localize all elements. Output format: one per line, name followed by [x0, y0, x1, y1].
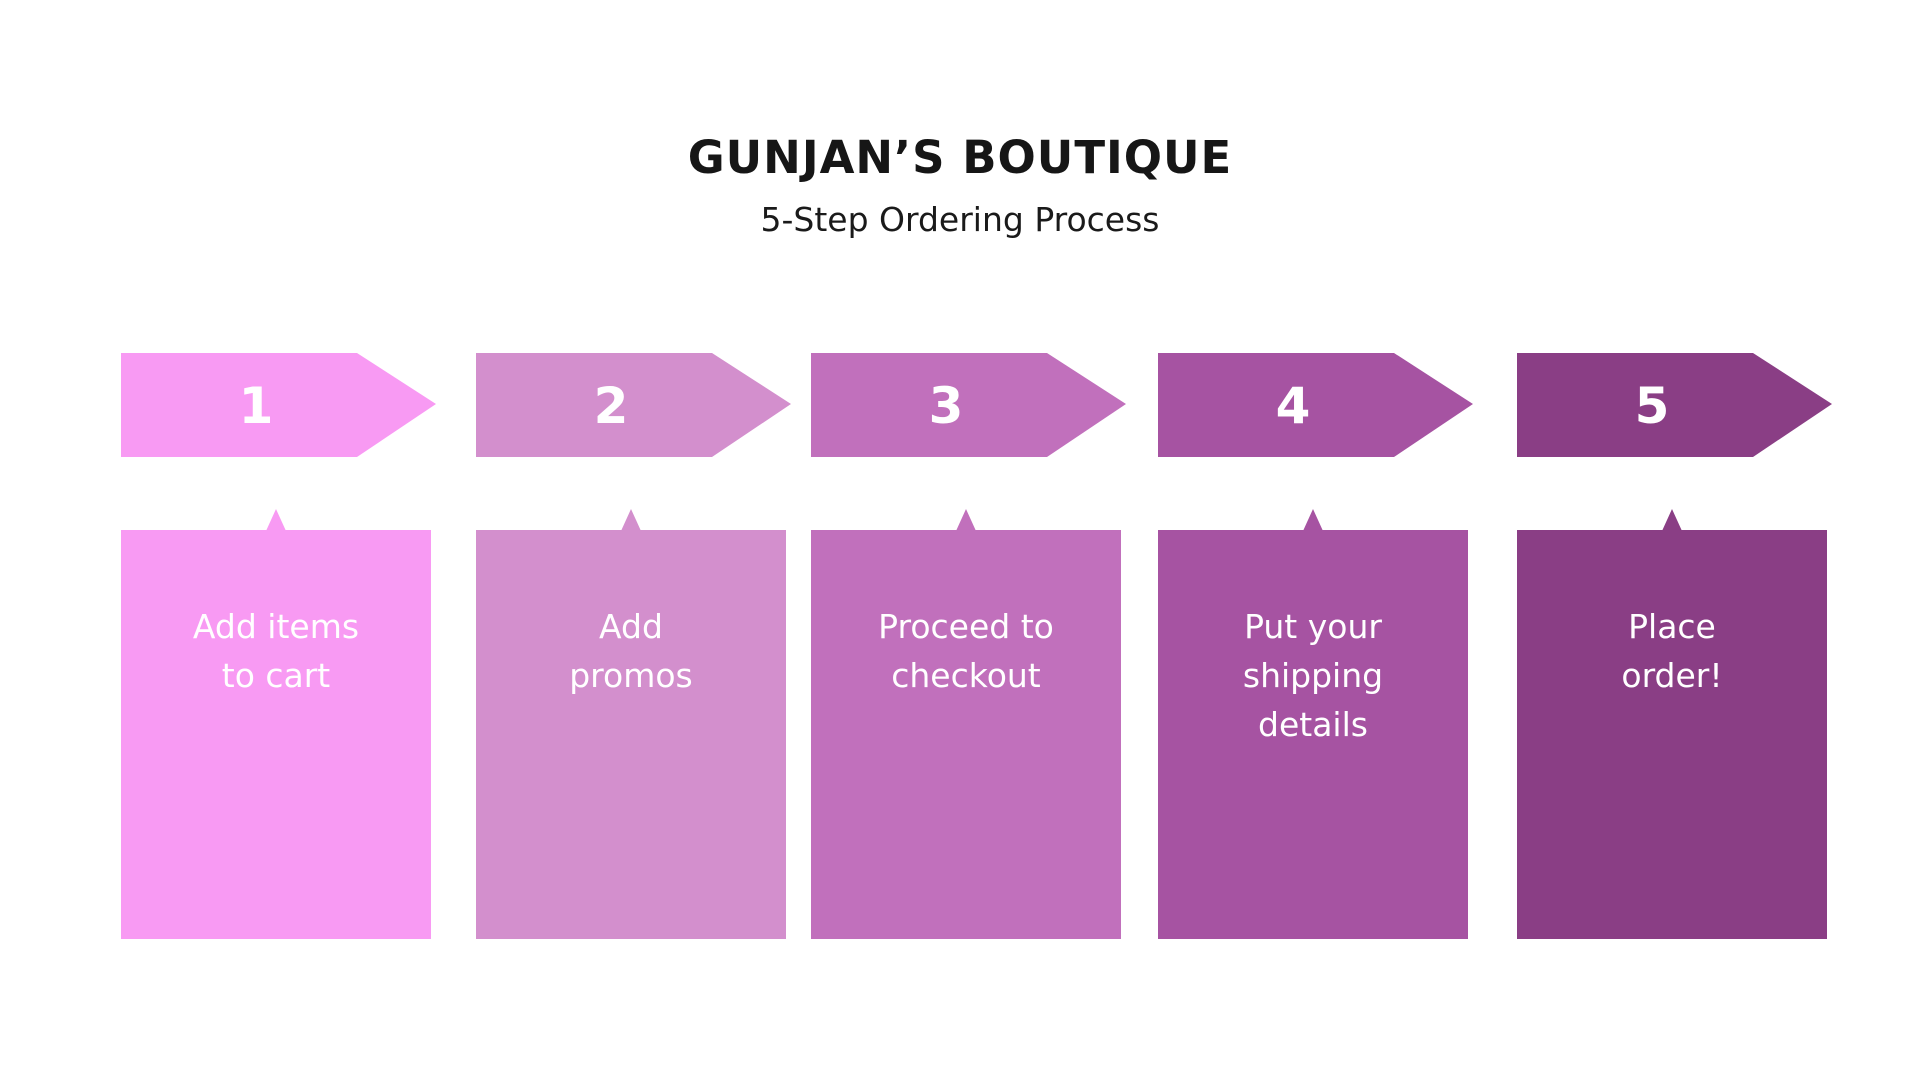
- step-1: 1 Add items to cart: [121, 0, 441, 1080]
- step-text-line: Proceed to: [878, 607, 1054, 646]
- step-card-4: [1158, 530, 1468, 939]
- step-4: 4 Put your shipping details: [1158, 0, 1478, 1080]
- step-text-line: shipping: [1242, 656, 1384, 695]
- step-pointer-2: [621, 509, 641, 531]
- step-text-line: Place: [1628, 607, 1716, 646]
- step-card-1: [121, 530, 431, 939]
- step-text-line: Add: [599, 607, 663, 646]
- step-text-3: Proceed to checkout: [811, 602, 1121, 700]
- step-pointer-4: [1303, 509, 1323, 531]
- step-5: 5 Place order!: [1517, 0, 1837, 1080]
- step-number-2: 2: [593, 377, 629, 435]
- step-text-line: to cart: [221, 656, 331, 695]
- step-text-line: order!: [1621, 656, 1723, 695]
- step-3: 3 Proceed to checkout: [811, 0, 1131, 1080]
- step-text-line: Add items: [192, 607, 360, 646]
- step-text-line: promos: [569, 656, 693, 695]
- diagram-subtitle: 5-Step Ordering Process: [760, 200, 1160, 239]
- step-2: 2 Add promos: [476, 0, 796, 1080]
- step-text-2: Add promos: [476, 602, 786, 700]
- step-text-line: checkout: [891, 656, 1041, 695]
- step-text-5: Place order!: [1517, 602, 1827, 700]
- step-arrow-4: [1158, 353, 1473, 457]
- step-text-line: Put your: [1244, 607, 1382, 646]
- step-arrow-3: [811, 353, 1126, 457]
- step-pointer-3: [956, 509, 976, 531]
- step-text-line: details: [1258, 705, 1368, 744]
- step-text-1: Add items to cart: [121, 602, 431, 700]
- step-number-3: 3: [928, 377, 964, 435]
- step-arrow-1: [121, 353, 436, 457]
- step-card-5: [1517, 530, 1827, 939]
- step-number-1: 1: [238, 377, 274, 435]
- step-card-3: [811, 530, 1121, 939]
- step-arrow-5: [1517, 353, 1832, 457]
- step-arrow-2: [476, 353, 791, 457]
- step-pointer-1: [266, 509, 286, 531]
- step-card-2: [476, 530, 786, 939]
- step-number-5: 5: [1634, 377, 1670, 435]
- step-number-4: 4: [1275, 377, 1311, 435]
- step-text-4: Put your shipping details: [1158, 602, 1468, 749]
- step-pointer-5: [1662, 509, 1682, 531]
- diagram-title: GUNJAN’S BOUTIQUE: [687, 131, 1233, 184]
